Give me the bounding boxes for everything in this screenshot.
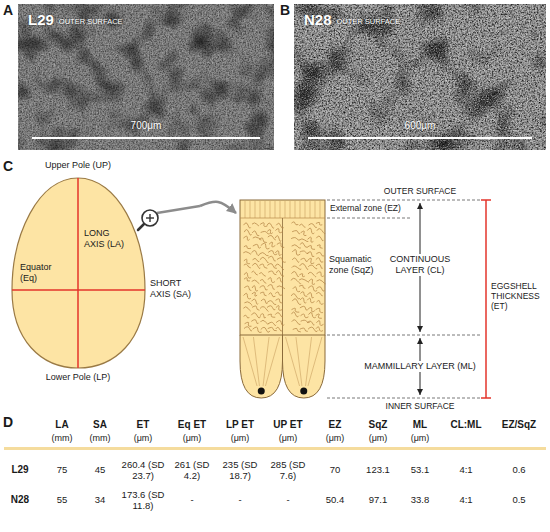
table-cell: 50.4 xyxy=(312,494,358,505)
scale-bar xyxy=(32,137,260,139)
table-cell: - xyxy=(265,494,311,505)
table-unit: (mm) xyxy=(90,433,111,444)
pointer-line xyxy=(157,206,200,213)
mammillary-core xyxy=(258,388,265,395)
egg-diagram: Upper Pole (UP) LONG AXIS (LA) Equator (Eq… xyxy=(4,158,200,390)
table-header: EZ/SqZ xyxy=(502,419,536,431)
table-cell: 4:1 xyxy=(443,464,489,475)
table-header: UP ET xyxy=(273,419,302,431)
node-label: LONG AXIS (LA) xyxy=(84,228,130,250)
node-label: L29 xyxy=(28,11,54,29)
panel-letter: A xyxy=(3,2,13,19)
micrograph-panel: L29 OUTER SURFACE 700μm xyxy=(18,4,274,150)
table-header: SqZ xyxy=(369,419,388,431)
table-unit: (μm) xyxy=(183,433,202,444)
table-header: SA xyxy=(93,419,107,431)
long-axis xyxy=(77,178,79,368)
table-cell: 33.8 xyxy=(397,494,443,505)
table-cell: 260.4 (SD 23.7) xyxy=(120,459,166,482)
thickness-bracket xyxy=(481,200,491,398)
table-cell: 34 xyxy=(77,494,123,505)
magnifier-icon xyxy=(138,210,158,230)
table-unit: (mm) xyxy=(52,433,73,444)
table-rule xyxy=(4,447,546,450)
mammillary-cone xyxy=(283,335,326,398)
table-cell: 45 xyxy=(77,464,123,475)
node-label: Upper Pole (UP) xyxy=(45,160,111,171)
table-cell: 70 xyxy=(312,464,358,475)
table-header: ML xyxy=(413,419,427,431)
table-unit: (μm) xyxy=(369,433,388,444)
table-cell: 53.1 xyxy=(397,464,443,475)
micrograph-panel: N28 OUTER SURFACE 600μm xyxy=(294,4,546,150)
table-unit: (μm) xyxy=(326,433,345,444)
table-header: LP ET xyxy=(226,419,254,431)
egg-shape xyxy=(12,178,145,368)
guide-line xyxy=(327,335,482,336)
node-label: Equator (Eq) xyxy=(20,262,64,284)
node-label: OUTER SURFACE xyxy=(337,17,401,26)
table-cell: 0.6 xyxy=(496,464,542,475)
guide-line xyxy=(327,398,482,399)
mammillary-core xyxy=(300,388,307,395)
node-label: 600μm xyxy=(405,120,436,132)
table-header: Eq ET xyxy=(178,419,206,431)
surface-label: OUTER SURFACE xyxy=(384,186,456,196)
table-cell: - xyxy=(169,494,215,505)
table-unit: (μm) xyxy=(411,433,430,444)
table-cell: 173.6 (SD 11.8) xyxy=(120,489,166,512)
table-unit: (μm) xyxy=(134,433,153,444)
squamatic-texture xyxy=(243,222,325,333)
shell-section xyxy=(236,196,420,404)
continuous-layer xyxy=(240,200,325,335)
layer-label: MAMMILLARY LAYER (ML) xyxy=(362,361,478,372)
eggshell-section: External zone (EZ) Squamatic zone (SqZ) xyxy=(236,196,420,404)
panel-letter: D xyxy=(3,414,13,431)
surface-label: INNER SURFACE xyxy=(386,401,455,411)
table-cell: 0.5 xyxy=(496,494,542,505)
table-unit: (μm) xyxy=(231,433,250,444)
node-label: OUTER SURFACE xyxy=(59,17,123,26)
table-header: CL:ML xyxy=(450,419,481,431)
guide-line xyxy=(327,200,482,201)
table-cell: 261 (SD 4.2) xyxy=(169,459,215,482)
panel-letter: B xyxy=(280,2,290,19)
table-cell: - xyxy=(217,494,263,505)
table-cell: 55 xyxy=(39,494,85,505)
node-label: External zone (EZ) xyxy=(330,203,401,213)
table-cell: 285 (SD 7.6) xyxy=(265,459,311,482)
panel-letter: C xyxy=(3,158,13,175)
table-header: EZ xyxy=(329,419,342,431)
thickness-label: EGGSHELL THICKNESS (ET) xyxy=(491,281,547,312)
node-label: 700μm xyxy=(131,120,162,132)
table-cell: 123.1 xyxy=(355,464,401,475)
table-cell: 97.1 xyxy=(355,494,401,505)
scale-bar xyxy=(308,137,532,139)
short-axis xyxy=(12,289,145,291)
mammillary-cone xyxy=(240,335,283,398)
table-header: ET xyxy=(137,419,150,431)
node-label: Squamatic zone (SqZ) xyxy=(329,254,381,276)
table-cell: 75 xyxy=(39,464,85,475)
pointer-arrow xyxy=(200,202,236,213)
node-label: N28 xyxy=(304,11,332,29)
table-header: LA xyxy=(55,419,68,431)
zone-guides xyxy=(327,200,482,398)
guide-line xyxy=(327,218,410,219)
node-label: Lower Pole (LP) xyxy=(46,372,111,383)
table-unit: (μm) xyxy=(279,433,298,444)
table-cell: 235 (SD 18.7) xyxy=(217,459,263,482)
table-cell: 4:1 xyxy=(443,494,489,505)
node-label: SHORT AXIS (SA) xyxy=(150,278,198,300)
table-row-header: L29 xyxy=(11,464,28,476)
table-row-header: N28 xyxy=(11,494,29,506)
layer-label: CONTINUOUS LAYER (CL) xyxy=(383,254,457,276)
